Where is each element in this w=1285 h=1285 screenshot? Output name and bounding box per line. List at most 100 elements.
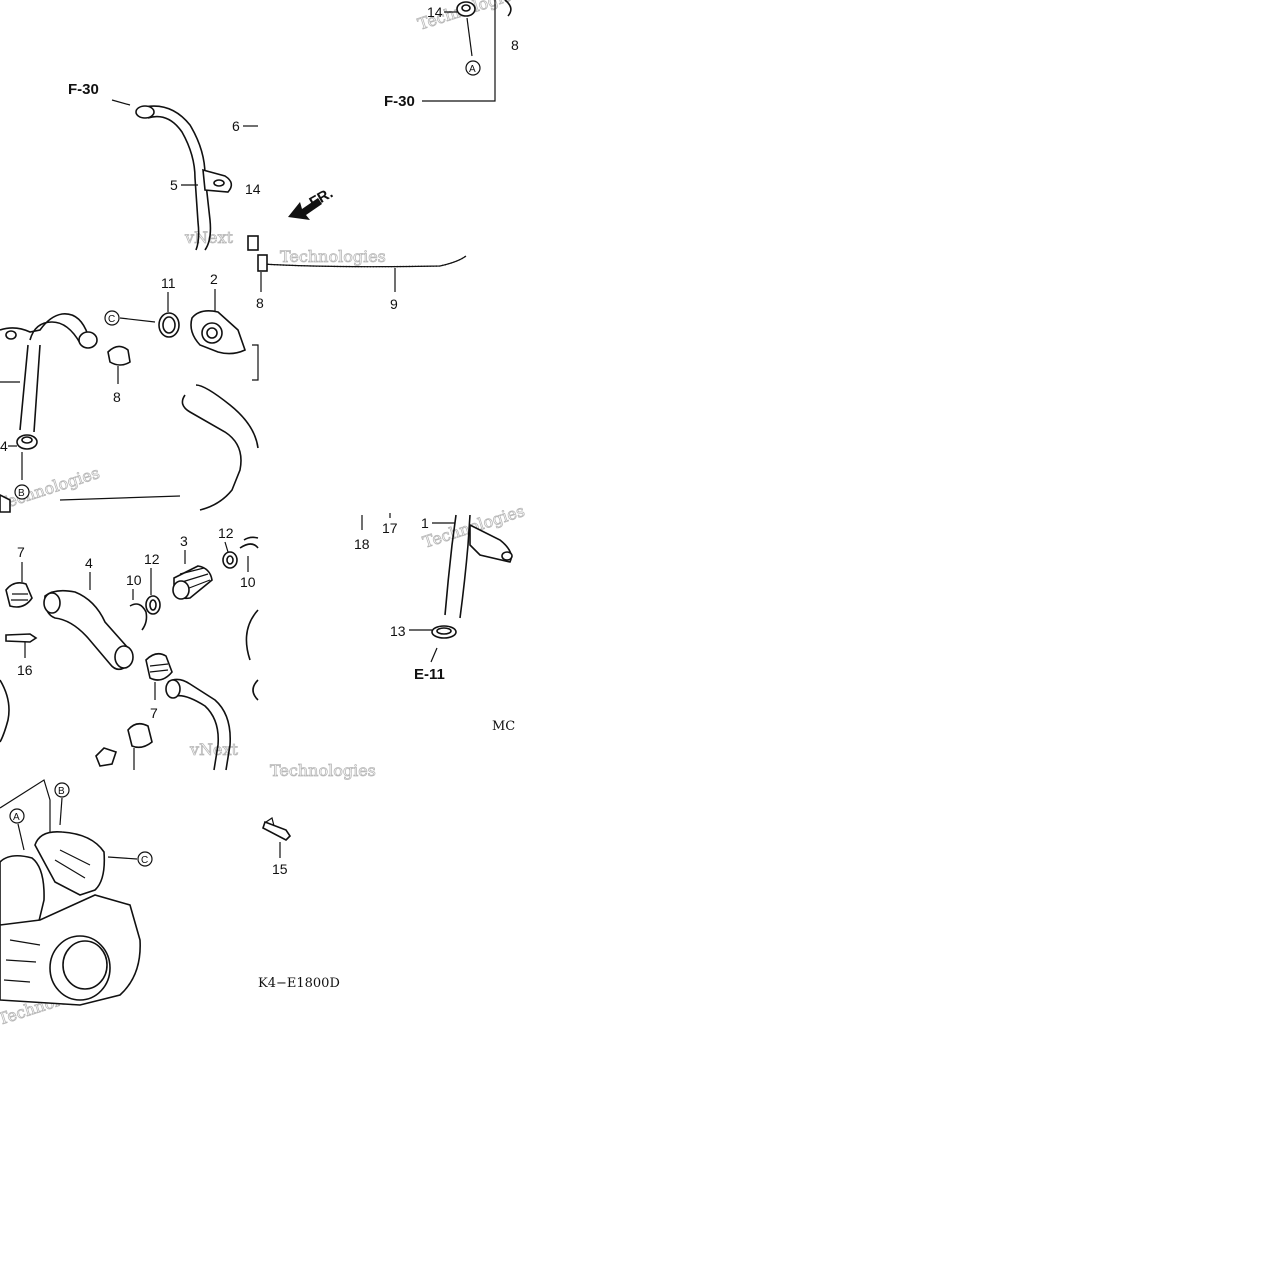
water-pipe xyxy=(0,313,89,336)
callout-c-text: C xyxy=(108,314,115,325)
water-pipe-1 xyxy=(444,514,471,619)
part-number-10: 10 xyxy=(126,572,142,588)
part-number-15: 15 xyxy=(272,861,288,877)
ref-label-f30: F-30 xyxy=(384,93,415,110)
leader-line xyxy=(430,647,438,663)
drawing-code-fragment: MC xyxy=(492,719,515,734)
part-number-fragment: 8 xyxy=(511,37,519,53)
part-number-5: 5 xyxy=(170,177,178,193)
bracket-hole xyxy=(213,179,225,187)
callout-a-text: A xyxy=(13,812,20,823)
hose-end xyxy=(114,645,134,669)
clamp-detail xyxy=(11,593,28,601)
clamp-fragment xyxy=(247,235,259,251)
part-number-4: 4 xyxy=(0,438,8,454)
part-number-6: 6 xyxy=(232,118,240,134)
part-number-9: 9 xyxy=(390,296,398,312)
part-number-11: 11 xyxy=(161,275,176,291)
watermark-text: Technologies xyxy=(270,761,376,780)
part-number-7: 7 xyxy=(17,544,25,560)
grommet-hole xyxy=(461,4,471,12)
cover-port-inner xyxy=(206,327,218,339)
drawing-code: K4−E1800D xyxy=(258,976,340,991)
part-number-3: 3 xyxy=(180,533,188,549)
flange-hole xyxy=(501,551,513,561)
part-number-12: 12 xyxy=(218,525,234,541)
radiator-hose xyxy=(181,394,242,511)
clamp-8 xyxy=(257,254,268,272)
o-ring-inner xyxy=(226,555,234,565)
leader-line xyxy=(119,317,156,323)
part-number-12: 12 xyxy=(144,551,160,567)
hose-end xyxy=(165,679,181,699)
water-pipe-vertical xyxy=(19,344,41,433)
callout-b-text: B xyxy=(58,786,65,797)
part-number-16: 16 xyxy=(17,662,33,678)
callout-b xyxy=(14,484,30,500)
pipe-end xyxy=(135,105,155,119)
part-number-10: 10 xyxy=(240,574,256,590)
part-number-4: 4 xyxy=(85,555,93,571)
clamp-small xyxy=(95,747,118,767)
ref-label-e11: E-11 xyxy=(414,666,445,683)
hose-end xyxy=(43,592,61,614)
callout-b-text: B xyxy=(18,488,25,499)
callout-c xyxy=(104,310,120,326)
pipe-end xyxy=(78,331,98,349)
ref-label-f30: F-30 xyxy=(68,81,99,98)
callout-a-text: A xyxy=(469,64,476,75)
part-number-18: 18 xyxy=(354,536,370,552)
callout-b xyxy=(54,782,70,798)
callout-a xyxy=(9,808,25,824)
hose-edge xyxy=(59,495,181,501)
watermark-text: Technologies xyxy=(280,247,386,266)
callout-c xyxy=(137,851,153,867)
part-number-13: 13 xyxy=(390,623,406,639)
leader-line xyxy=(17,823,25,851)
part-fragment xyxy=(0,494,11,513)
watermark-text: vNext xyxy=(189,740,239,759)
water-hose-edge xyxy=(175,694,220,771)
part-number-2: 2 xyxy=(210,271,218,287)
hose-9-edge xyxy=(261,255,467,268)
bracket-line xyxy=(252,344,259,381)
part-number-8: 8 xyxy=(113,389,121,405)
leader-line xyxy=(111,99,131,106)
leader-line xyxy=(422,0,496,102)
hose-clamp-7 xyxy=(5,582,33,608)
leader-line xyxy=(0,779,51,840)
bracket-hole xyxy=(5,330,17,340)
leader-line xyxy=(224,541,229,553)
water-pipe-5-edge xyxy=(147,115,200,251)
o-ring-inner xyxy=(149,599,157,611)
grommet-hole xyxy=(21,436,33,444)
clip-10 xyxy=(239,536,259,549)
clamp-detail xyxy=(149,663,169,673)
part-number-14: 14 xyxy=(245,181,261,197)
bolt-15 xyxy=(262,820,292,841)
part-number-8: 8 xyxy=(256,295,264,311)
part-number-14: 14 xyxy=(427,4,443,20)
watermark-text: vNext xyxy=(184,228,234,247)
clip-10 xyxy=(129,603,148,631)
callout-c-text: C xyxy=(141,855,148,866)
bolt-16 xyxy=(5,633,38,643)
clamp xyxy=(127,722,153,749)
water-pipe-5 xyxy=(139,105,212,251)
part-number-1: 1 xyxy=(421,515,429,531)
leader-line xyxy=(59,797,63,826)
front-direction-arrow-icon xyxy=(288,198,322,220)
callout-a xyxy=(465,60,481,76)
hose-clamp-8 xyxy=(107,345,131,366)
part-number-7: 7 xyxy=(150,705,158,721)
radiator-hose-edge xyxy=(195,384,259,449)
joint-end xyxy=(172,580,190,600)
bolt-head xyxy=(265,817,275,827)
o-ring-inner xyxy=(436,627,452,635)
water-pipe-edge xyxy=(29,321,81,344)
part-number-17: 17 xyxy=(382,520,398,536)
part-fragment xyxy=(504,0,512,17)
engine-block xyxy=(0,830,141,1006)
o-ring-inner xyxy=(162,316,176,334)
